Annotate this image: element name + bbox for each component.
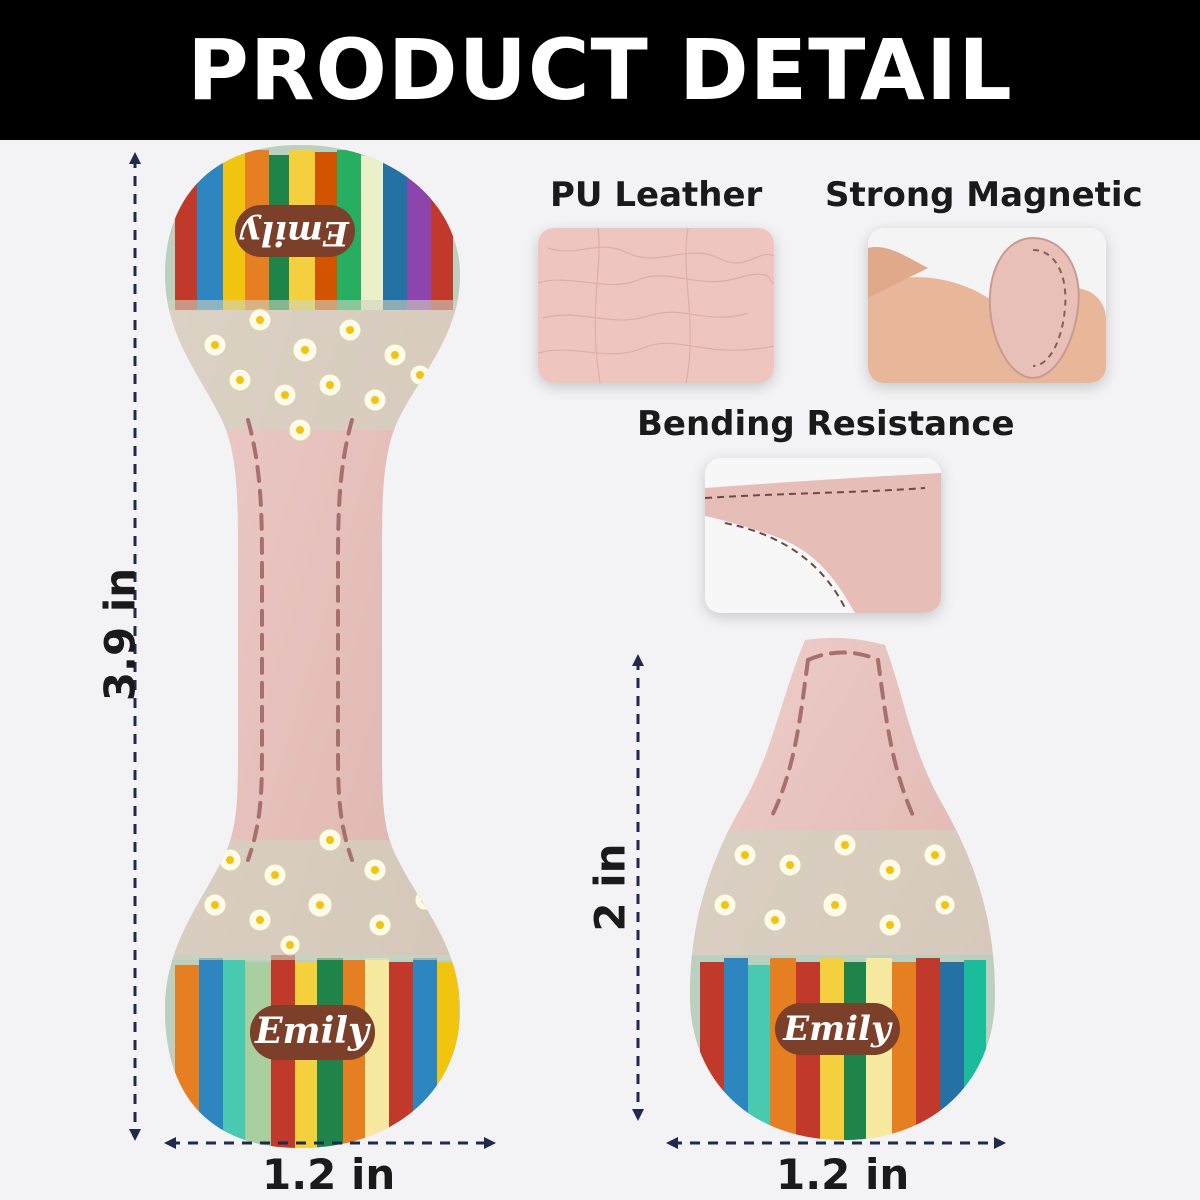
pu-leather-swatch <box>538 228 774 383</box>
short-width-label: 1.2 in <box>776 1150 910 1199</box>
name-text-top: Emily <box>239 213 350 253</box>
short-flowers <box>690 830 995 960</box>
feature-strong-magnetic-label: Strong Magnetic <box>825 175 1143 215</box>
strong-magnetic-photo <box>868 228 1106 383</box>
name-text-bottom: Emily <box>254 1010 371 1052</box>
dimension-arrows <box>129 152 1006 1149</box>
flowers-bottom <box>165 828 460 960</box>
long-width-label: 1.2 in <box>262 1150 396 1199</box>
short-height-label: 2 in <box>585 843 635 932</box>
short-name-plate <box>775 1003 900 1055</box>
name-plate-top <box>235 205 355 257</box>
short-name-text: Emily <box>782 1009 893 1049</box>
flowers-top <box>165 300 460 442</box>
feature-pu-leather-label: PU Leather <box>550 175 763 215</box>
feature-bending-resistance-label: Bending Resistance <box>637 404 1015 444</box>
long-bookmark: Emily Emily <box>165 145 460 1148</box>
name-plate-bottom <box>250 1005 375 1060</box>
bending-resistance-photo <box>705 458 941 613</box>
long-height-label: 3.9 in <box>95 567 145 702</box>
page-title: PRODUCT DETAIL <box>187 21 1013 119</box>
short-bookmark: Emily <box>690 637 995 1140</box>
header-bar: PRODUCT DETAIL <box>0 0 1200 140</box>
